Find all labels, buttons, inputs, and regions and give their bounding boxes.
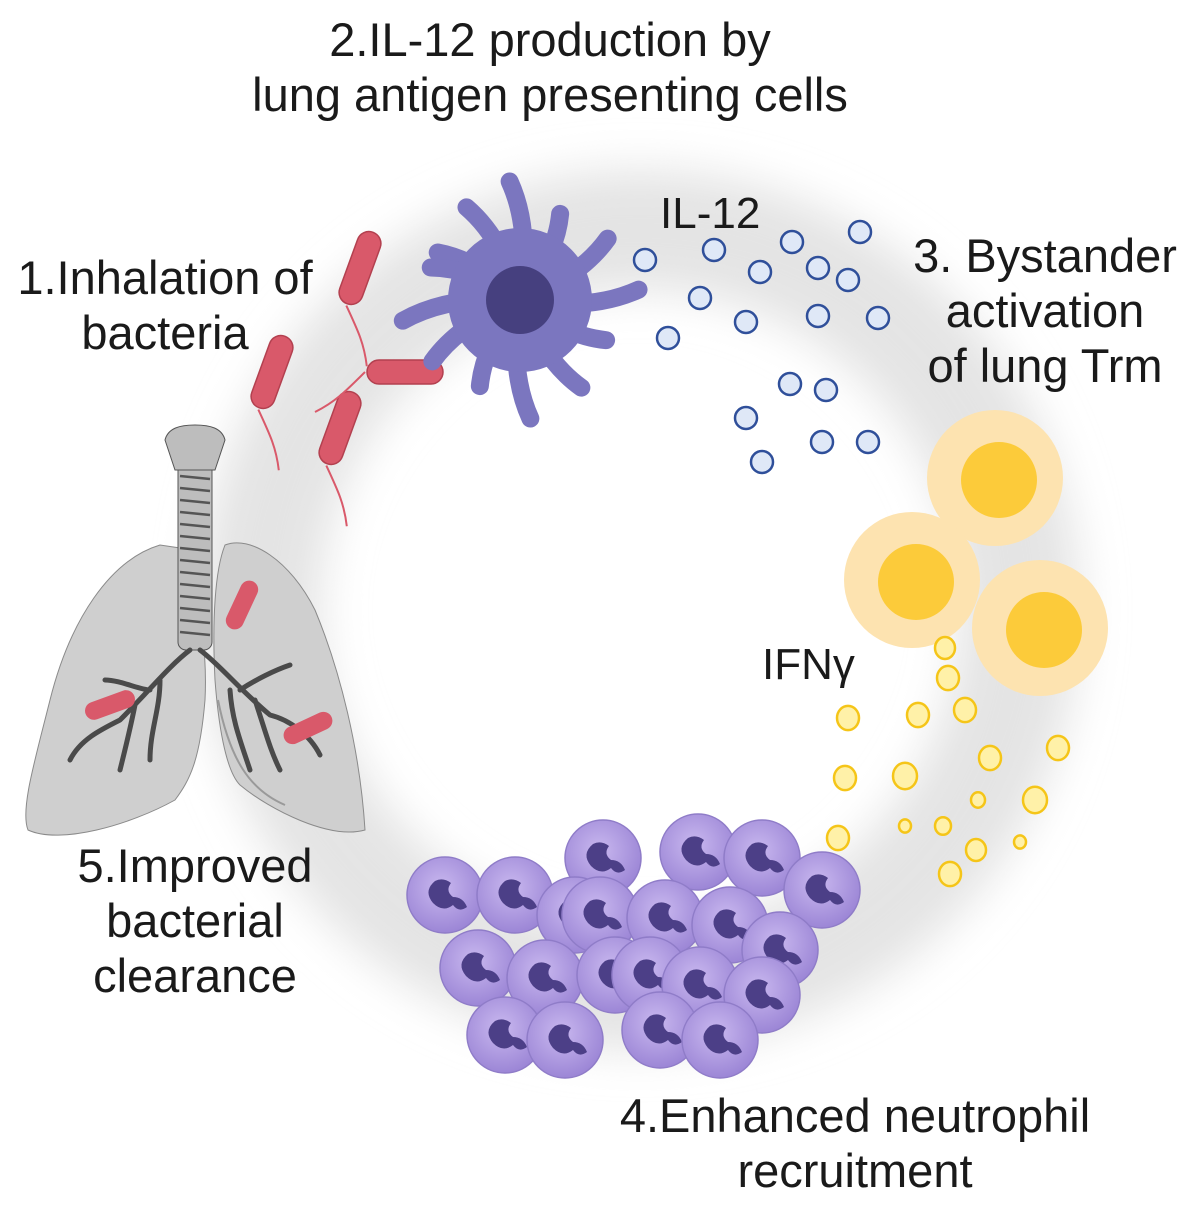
- ifng-particle: [905, 701, 931, 729]
- ifng-particle: [1021, 785, 1049, 815]
- bacterium-icon: [225, 580, 259, 630]
- ifng-particle: [832, 764, 858, 792]
- neutrophil-icon: [783, 851, 861, 929]
- il12-particles: [632, 219, 891, 475]
- neutrophil-icon: [466, 996, 544, 1074]
- ifng-label: IFNγ: [762, 640, 855, 689]
- il12-particle: [813, 377, 839, 403]
- neutrophil-icon: [476, 856, 554, 934]
- il12-particle: [805, 255, 831, 281]
- step-4-label: 4.Enhanced neutrophil recruitment: [560, 1088, 1150, 1198]
- step-2-label: 2.IL-12 production by lung antigen prese…: [150, 12, 950, 122]
- bacterium-icon: [85, 690, 135, 720]
- dendritic-cell-icon: [393, 172, 648, 428]
- ifng-particle: [977, 744, 1003, 772]
- neutrophil-icon: [439, 929, 517, 1007]
- step-4-line-2: recruitment: [737, 1144, 973, 1197]
- il12-particle: [749, 449, 775, 475]
- step-5-line-2: bacterial: [106, 894, 284, 947]
- neutrophil-icon: [526, 1001, 604, 1079]
- step-1-line-2: bacteria: [81, 306, 249, 359]
- bacterium-icon: [283, 711, 333, 745]
- ifng-particle: [1045, 734, 1071, 762]
- neutrophil-icon: [621, 991, 699, 1069]
- step-3-label: 3. Bystander activation of lung Trm: [900, 228, 1190, 393]
- il12-particle: [835, 267, 861, 293]
- il12-particle: [855, 429, 881, 455]
- step-2-line-2: lung antigen presenting cells: [252, 68, 848, 121]
- neutrophil-icon: [723, 819, 801, 897]
- ifng-particle: [952, 696, 978, 724]
- trm-cell-icon: [844, 512, 980, 648]
- bacterium-icon: [318, 390, 362, 527]
- ifng-particle: [835, 704, 861, 732]
- step-3-line-1: 3. Bystander: [913, 229, 1177, 282]
- bacterium-icon: [250, 334, 294, 471]
- il12-particle: [733, 309, 759, 335]
- step-5-line-1: 5.Improved: [77, 839, 313, 892]
- step-1-line-1: 1.Inhalation of: [17, 251, 313, 304]
- il12-particle: [779, 229, 805, 255]
- step-1-label: 1.Inhalation of bacteria: [0, 250, 330, 360]
- bacterium-icon: [314, 359, 444, 413]
- ifng-particle: [825, 824, 851, 852]
- ifng-particle: [935, 664, 961, 692]
- ifng-particle: [897, 818, 913, 834]
- il12-particle: [701, 237, 727, 263]
- step-2-line-1: 2.IL-12 production by: [329, 13, 771, 66]
- il12-particle: [777, 371, 803, 397]
- il12-particle: [805, 303, 831, 329]
- inhaled-bacteria: [250, 230, 444, 527]
- il12-particle: [632, 247, 658, 273]
- ifng-particle: [964, 837, 988, 863]
- neutrophil-icon: [564, 819, 642, 897]
- il12-particle: [847, 219, 873, 245]
- ifng-particle: [1012, 834, 1028, 850]
- il12-particle: [733, 405, 759, 431]
- neutrophils: [406, 813, 861, 1079]
- ifng-particle: [933, 635, 957, 661]
- ifng-particles: [825, 635, 1071, 888]
- ifng-particle: [891, 761, 919, 791]
- il12-particle: [809, 429, 835, 455]
- neutrophil-icon: [406, 856, 484, 934]
- ifng-particle: [937, 860, 963, 888]
- il12-label: IL-12: [660, 189, 761, 238]
- lungs-icon: [25, 424, 366, 836]
- ifng-particle: [933, 815, 953, 837]
- ifng-particle: [969, 791, 987, 809]
- step-5-label: 5.Improved bacterial clearance: [40, 838, 350, 1003]
- step-4-line-1: 4.Enhanced neutrophil: [619, 1089, 1091, 1142]
- trm-cells: [844, 410, 1108, 696]
- il12-particle: [687, 285, 713, 311]
- step-3-line-2: activation: [945, 284, 1145, 337]
- neutrophil-icon: [681, 1001, 759, 1079]
- trm-cell-icon: [972, 560, 1108, 696]
- il12-particle: [865, 305, 891, 331]
- il12-particle: [747, 259, 773, 285]
- step-5-line-3: clearance: [93, 949, 297, 1002]
- trm-cell-icon: [927, 410, 1063, 546]
- step-3-line-3: of lung Trm: [927, 339, 1163, 392]
- bacterium-icon: [338, 230, 382, 367]
- il12-particle: [655, 325, 681, 351]
